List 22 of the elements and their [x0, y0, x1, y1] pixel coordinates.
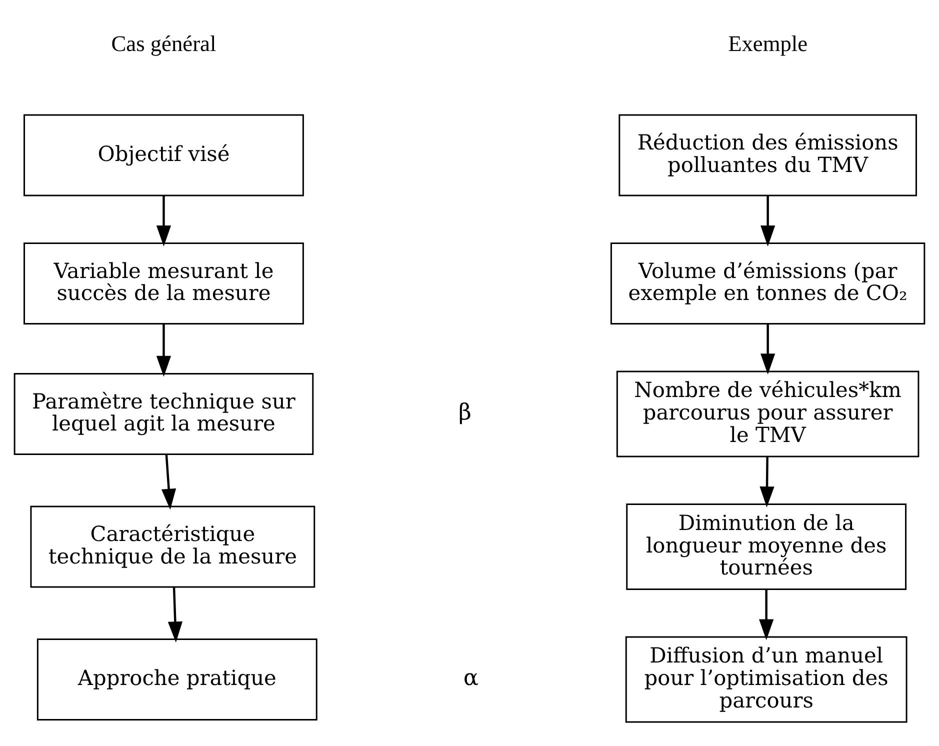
node-box: Approche pratique	[36, 638, 318, 721]
node-box: Diminution de la longueur moyenne des tournées	[626, 504, 907, 590]
arrow	[760, 324, 776, 375]
arrow	[156, 324, 172, 377]
arrow	[759, 589, 774, 640]
arrow	[760, 456, 774, 508]
arrow	[161, 454, 176, 510]
label: β	[458, 399, 472, 426]
node-box: Variable mesurant le succès de la mesure	[24, 242, 304, 325]
label: Cas général	[111, 30, 216, 56]
node-box: Nombre de véhicules*km parcourus pour assurer le TMV	[616, 370, 920, 458]
arrow	[168, 587, 183, 643]
arrow	[760, 196, 776, 246]
node-box: Réduction des émissions polluantes du TMV	[618, 114, 917, 196]
node-box: Objectif visé	[24, 114, 304, 196]
label: Exemple	[728, 30, 808, 56]
node-box: Volume d’émissions (par exemple en tonnes de CO₂	[610, 242, 926, 325]
arrow	[156, 196, 172, 246]
label: α	[463, 664, 479, 691]
node-box: Paramètre technique sur lequel agit la mesure	[14, 373, 314, 456]
node-box: Diffusion d’un manuel pour l’optimisation des parcours	[625, 636, 908, 723]
node-box: Caractéristique technique de la mesure	[30, 506, 316, 588]
